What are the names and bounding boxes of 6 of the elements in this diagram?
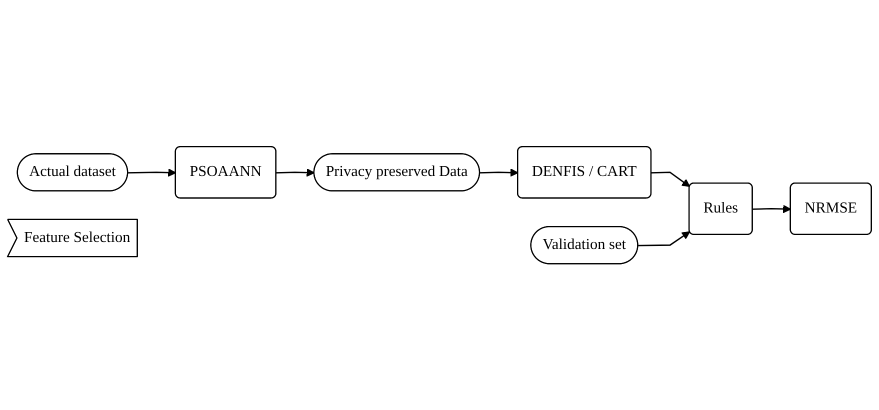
arrow <box>276 168 315 177</box>
arrow <box>480 168 518 177</box>
arrow <box>638 231 690 246</box>
arrow <box>128 168 176 177</box>
arrow <box>651 171 690 187</box>
arrow <box>752 204 792 214</box>
